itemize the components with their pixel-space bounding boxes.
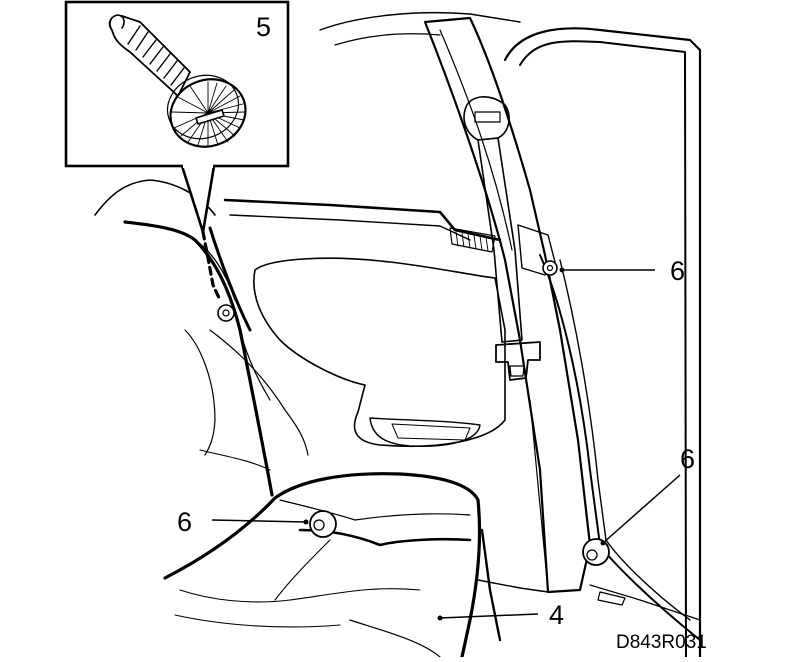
cushion-seam (279, 499, 471, 521)
inset-pointer-mask (183, 163, 213, 168)
floor-edge (477, 579, 549, 593)
roof-edge (319, 11, 521, 31)
body-outline (319, 11, 702, 659)
fastener-seatback (217, 304, 235, 322)
leader-lower-pillar (602, 474, 681, 544)
leader-dot-seat (303, 519, 309, 525)
callout-lower-pillar-fastener: 6 (680, 444, 695, 474)
leader-dots (303, 267, 606, 621)
window-frame-outer (503, 27, 702, 659)
pillar-frame-edge-inner (559, 259, 691, 621)
callout-trim-edge: 4 (549, 600, 564, 630)
seat-back-edge-bold (123, 220, 274, 497)
rear-seat-side (94, 179, 309, 497)
clip-ridges (127, 25, 185, 86)
fastener-upper-pillar (542, 260, 558, 276)
callout-clip-detail: 5 (256, 12, 271, 42)
clip-location-dashes (201, 230, 222, 302)
cushion-fold (179, 588, 421, 603)
ledge-bottom (229, 214, 471, 241)
pillar-trim-inner (439, 29, 513, 251)
leader-dot-trim-edge (437, 615, 443, 621)
fastener-seat (309, 510, 337, 538)
clip-head-ribs (171, 81, 246, 147)
callout-seat-fastener: 6 (177, 507, 192, 537)
ledge-top (223, 198, 502, 242)
window-frame-inner (519, 40, 687, 658)
belt-buckle-slot (509, 365, 525, 377)
roof-inner-edge (334, 33, 441, 46)
side-panel (253, 257, 506, 448)
clip-tip (109, 14, 125, 31)
drawing-code: D843R031 (616, 632, 707, 653)
leader-dot-lower-pillar (600, 540, 606, 546)
seat-belt-webbing (477, 137, 523, 343)
ledge-vent (449, 227, 496, 253)
clip-detail-inset (64, 0, 290, 233)
callout-upper-pillar-fastener: 6 (670, 256, 685, 286)
armrest-recess (369, 417, 481, 448)
trim-clip-drawing (108, 14, 247, 148)
seat-bolster (239, 329, 271, 401)
pillar-trim-outline (423, 16, 592, 594)
sill-detail (597, 591, 626, 606)
leader-trim-edge (439, 613, 539, 619)
leader-seat (211, 519, 307, 523)
leader-lines (211, 269, 681, 619)
cushion-surface-1 (174, 614, 341, 628)
floor-curve (349, 619, 441, 658)
leader-dot-upper-pillar (559, 267, 565, 273)
cushion-right-edge (480, 528, 502, 642)
seat-cushion-lower (163, 472, 549, 659)
cushion-outline-bold (163, 472, 482, 659)
pillar-lower-line (529, 399, 549, 591)
seat-cushion-curve-2 (209, 329, 309, 456)
inset-pointer (180, 165, 216, 233)
vent-lines (455, 231, 489, 252)
clip-head-slot (195, 109, 225, 125)
seat-fold-line (199, 449, 271, 471)
fasteners (201, 230, 610, 566)
clip-head-rim (166, 74, 240, 140)
belt-guide-slot (474, 111, 501, 123)
cushion-surface-2 (274, 539, 331, 601)
c-pillar-trim (423, 16, 592, 594)
belt-buckle (495, 341, 541, 381)
window-ledge (223, 198, 502, 253)
sill-edge (589, 584, 701, 621)
seat-cushion-curve (184, 329, 216, 456)
fastener-lower-pillar (582, 538, 610, 566)
pillar-frame-edge (539, 254, 701, 641)
belt-guide (463, 96, 510, 141)
trim-edge-bold (208, 226, 252, 332)
armrest-inner (391, 423, 471, 441)
